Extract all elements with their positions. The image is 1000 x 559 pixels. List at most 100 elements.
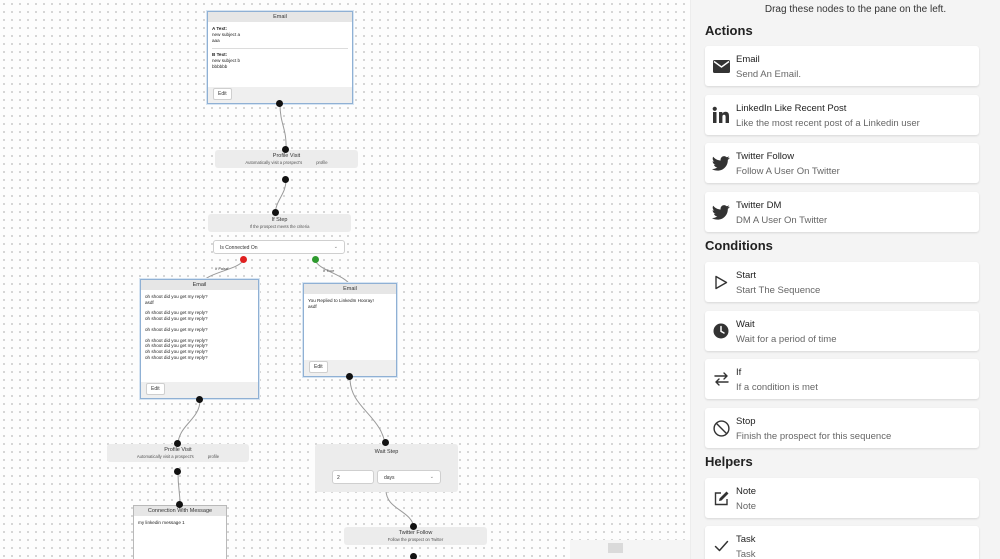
wait-unit-select[interactable]: days ⌄ [377, 470, 441, 484]
a-text-line: aaa [212, 38, 220, 44]
condition-select-value: Is Connected On [220, 245, 258, 251]
palette-item-linkedin-like[interactable]: LinkedIn Like Recent Post Like the most … [705, 95, 979, 135]
edge-false-to-profile2 [177, 399, 201, 446]
twitter-follow-node[interactable]: Twitter Follow Follow the prospect on Tw… [344, 527, 487, 545]
target-handle[interactable] [272, 209, 279, 216]
section-title-actions: Actions [705, 23, 753, 38]
node-footer: Edit [141, 382, 258, 398]
palette-item-desc: Follow A User On Twitter [736, 166, 840, 177]
edge-wait-to-twitter [385, 489, 415, 529]
a-text-label: A Text: [212, 26, 228, 31]
source-handle[interactable] [346, 373, 353, 380]
source-handle[interactable] [410, 553, 417, 559]
palette-item-twitter-dm[interactable]: Twitter DM DM A User On Twitter [705, 192, 979, 232]
a-text-line: new subject a [212, 32, 241, 38]
twitter-icon [711, 153, 731, 173]
node-title: If Step [271, 217, 288, 223]
twitter-icon [711, 202, 731, 222]
node-title: Connection With Message [134, 506, 226, 516]
connection-message: my linkedin message 1 [138, 520, 185, 525]
check-icon [711, 536, 731, 556]
node-title: Profile Visit [164, 447, 192, 453]
source-handle[interactable] [282, 176, 289, 183]
palette-item-title: Wait [736, 319, 755, 330]
source-handle[interactable] [196, 396, 203, 403]
chevron-down-icon: ⌄ [333, 244, 338, 250]
node-title: Email [208, 12, 352, 22]
target-handle[interactable] [382, 439, 389, 446]
palette-item-note[interactable]: Note Note [705, 478, 979, 518]
target-handle[interactable] [282, 146, 289, 153]
email-line: oh shoot did you get my reply? [145, 316, 208, 322]
email-line: oh shoot did you get my reply? [145, 354, 208, 360]
palette-item-stop[interactable]: Stop Finish the prospect for this sequen… [705, 408, 979, 448]
palette-item-desc: Note [736, 501, 757, 512]
email-line: oh shoot did you get my reply? [145, 349, 208, 355]
profile-visit-node[interactable]: Profile Visit Automatically visit a pros… [107, 444, 249, 462]
edit-button[interactable]: Edit [309, 361, 328, 373]
edit-button[interactable]: Edit [146, 383, 165, 395]
target-handle[interactable] [410, 523, 417, 530]
node-title: Profile Visit [272, 153, 301, 159]
source-handle[interactable] [276, 100, 283, 107]
node-subtitle: If the prospect meets the criteria [249, 224, 310, 229]
palette-item-if[interactable]: If If a condition is met [705, 359, 979, 399]
palette-item-desc: Start The Sequence [736, 285, 821, 296]
if-step-node[interactable]: If Step If the prospect meets the criter… [208, 214, 351, 232]
connection-message-node[interactable]: Connection With Message my linkedin mess… [133, 505, 227, 559]
palette-item-title: Task [736, 534, 756, 545]
minimap[interactable] [570, 540, 690, 559]
wait-step-node[interactable]: Wait Step [315, 444, 458, 492]
flow-canvas[interactable]: Email A Text: new subject a aaa B Text: … [0, 0, 690, 559]
email-node-false-branch[interactable]: Email oh shoot did you get my reply? asd… [140, 279, 259, 399]
false-handle[interactable] [240, 256, 247, 263]
email-line: oh shoot did you get my reply? [145, 337, 208, 343]
target-handle[interactable] [176, 501, 183, 508]
email-line: asdf [308, 304, 317, 310]
drag-hint: Drag these nodes to the pane on the left… [764, 4, 947, 15]
target-handle[interactable] [174, 440, 181, 447]
palette-item-email[interactable]: Email Send An Email. [705, 46, 979, 86]
palette-item-title: Start [736, 270, 757, 281]
palette-item-title: Twitter DM [736, 200, 782, 211]
true-handle[interactable] [312, 256, 319, 263]
condition-select[interactable]: Is Connected On ⌄ [213, 240, 345, 254]
node-subtitle: Follow the prospect on Twitter [387, 537, 444, 542]
palette-item-desc: DM A User On Twitter [736, 215, 828, 226]
email-line: oh shoot did you get my reply? [145, 310, 208, 316]
edit-button[interactable]: Edit [213, 88, 232, 100]
profile-visit-node[interactable]: Profile Visit Automatically visit a pros… [215, 150, 358, 168]
b-text-label: B Text: [212, 51, 228, 57]
palette-item-task[interactable]: Task Task [705, 526, 979, 559]
minimap-viewport[interactable] [608, 543, 623, 553]
node-title: Email [141, 280, 258, 290]
node-footer: Edit [304, 360, 396, 376]
node-title: Twitter Follow [398, 530, 433, 536]
palette-item-desc: Wait for a period of time [736, 334, 837, 345]
source-handle[interactable] [174, 468, 181, 475]
email-body: You Replied to LinkedIn Hooray! asdf [304, 294, 396, 314]
edit-note-icon [711, 488, 731, 508]
email-node-true-branch[interactable]: Email You Replied to LinkedIn Hooray! as… [303, 283, 397, 377]
palette-item-twitter-follow[interactable]: Twitter Follow Follow A User On Twitter [705, 143, 979, 183]
email-node-ab[interactable]: Email A Text: new subject a aaa B Text: … [207, 11, 353, 104]
palette-item-desc: Finish the prospect for this sequence [736, 431, 892, 442]
node-title: Email [304, 284, 396, 294]
edge-label-true: If True [323, 268, 335, 273]
stop-icon [711, 418, 731, 438]
palette-item-desc: If a condition is met [736, 382, 818, 393]
palette-item-title: LinkedIn Like Recent Post [736, 103, 847, 114]
palette-item-wait[interactable]: Wait Wait for a period of time [705, 311, 979, 351]
ab-text-block: A Text: new subject a aaa B Text: new su… [208, 22, 352, 74]
section-title-conditions: Conditions [705, 238, 773, 253]
palette-item-desc: Task [736, 549, 756, 559]
b-text-line: bbbbbb [212, 63, 228, 69]
linkedin-icon [711, 105, 731, 125]
palette-item-title: Stop [736, 416, 756, 427]
divider [212, 47, 348, 49]
palette-item-start[interactable]: Start Start The Sequence [705, 262, 979, 302]
node-footer: Edit [208, 87, 352, 103]
wait-amount-input[interactable]: 2 [332, 470, 374, 484]
swap-arrows-icon [711, 369, 731, 389]
palette-item-title: Note [736, 486, 757, 497]
